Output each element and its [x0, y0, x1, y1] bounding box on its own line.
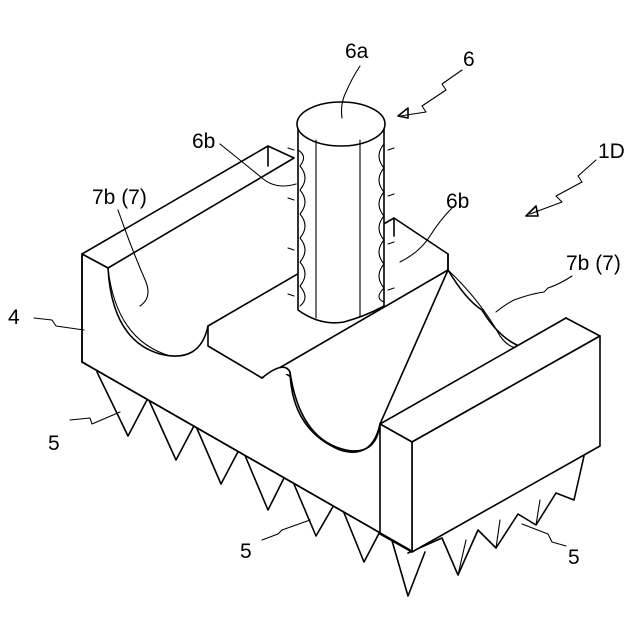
- label-7b-left: 7b (7): [92, 186, 147, 209]
- label-5-bottom: 5: [240, 540, 252, 563]
- label-6b-left: 6b: [192, 130, 215, 153]
- post-cylinder: [288, 102, 394, 323]
- label-5-left: 5: [48, 432, 60, 455]
- label-4: 4: [8, 306, 20, 329]
- label-6: 6: [463, 48, 475, 71]
- label-6a: 6a: [345, 40, 369, 63]
- label-7b-right: 7b (7): [566, 252, 621, 275]
- label-6b-right: 6b: [446, 190, 469, 213]
- label-5-right: 5: [568, 546, 580, 569]
- label-1d: 1D: [598, 140, 625, 163]
